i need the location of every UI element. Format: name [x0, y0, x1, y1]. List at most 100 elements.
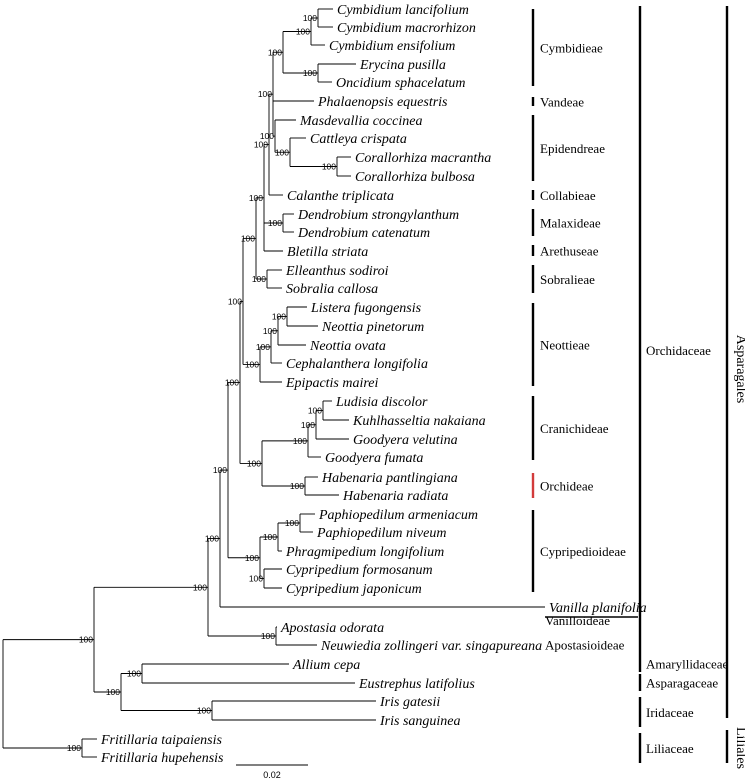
family-label-amaryllidaceae: Amaryllidaceae [646, 657, 729, 672]
bootstrap-support-label: 100 [241, 233, 255, 243]
taxon-dendrobium-strongylanthum: Dendrobium strongylanthum [297, 208, 459, 223]
bootstrap-support-label: 100 [260, 131, 274, 141]
tribe-label-epidendreae: Epidendreae [540, 141, 605, 156]
tribe-label-sobralieae: Sobralieae [540, 272, 595, 287]
taxon-cypripedium-formosanum: Cypripedium formosanum [286, 563, 433, 578]
taxon-allium-cepa: Allium cepa [292, 658, 360, 673]
tribe-label-neottieae: Neottieae [540, 338, 590, 353]
bootstrap-support-label: 100 [268, 47, 282, 57]
tribe-label-apostasioideae: Apostasioideae [545, 638, 625, 653]
taxon-habenaria-radiata: Habenaria radiata [342, 489, 448, 504]
taxon-sobralia-callosa: Sobralia callosa [286, 282, 378, 297]
bootstrap-support-label: 100 [106, 687, 120, 697]
bootstrap-support-label: 100 [263, 532, 277, 542]
taxon-oncidium-sphacelatum: Oncidium sphacelatum [336, 76, 465, 91]
bootstrap-support-label: 100 [245, 553, 259, 563]
bootstrap-support-label: 100 [303, 13, 317, 23]
bootstrap-support-label: 100 [193, 582, 207, 592]
taxon-goodyera-velutina: Goodyera velutina [353, 433, 458, 448]
taxon-neottia-pinetorum: Neottia pinetorum [321, 320, 424, 335]
clade-brackets: CymbidieaeVandeaeEpidendreaeCollabieaeMa… [531, 6, 745, 769]
tribe-label-vanilloideae: Vanilloideae [545, 613, 610, 628]
bootstrap-support-label: 100 [247, 458, 261, 468]
taxon-goodyera-fumata: Goodyera fumata [325, 451, 423, 466]
tribe-label-arethuseae: Arethuseae [540, 244, 599, 259]
taxon-calanthe-triplicata: Calanthe triplicata [287, 189, 394, 204]
bootstrap-support-label: 100 [261, 631, 275, 641]
tree-branches [2, 8, 545, 758]
bootstrap-support-label: 100 [213, 465, 227, 475]
family-label-liliaceae: Liliaceae [646, 741, 694, 756]
bootstrap-support-label: 100 [258, 89, 272, 99]
bootstrap-support-label: 100 [228, 296, 242, 306]
taxon-dendrobium-catenatum: Dendrobium catenatum [297, 226, 430, 241]
taxon-fritillaria-hupehensis: Fritillaria hupehensis [100, 751, 224, 766]
taxon-erycina-pusilla: Erycina pusilla [359, 58, 446, 73]
taxon-cypripedium-japonicum: Cypripedium japonicum [286, 582, 422, 597]
tribe-label-collabieae: Collabieae [540, 188, 596, 203]
taxon-eustrephus-latifolius: Eustrephus latifolius [358, 677, 475, 692]
bootstrap-support-label: 100 [252, 274, 266, 284]
taxon-cymbidium-macrorhizon: Cymbidium macrorhizon [337, 21, 476, 36]
bootstrap-support-label: 100 [285, 518, 299, 528]
taxon-phalaenopsis-equestris: Phalaenopsis equestris [317, 95, 448, 110]
scale-bar-label: 0.02 [263, 770, 281, 780]
bootstrap-support-label: 100 [322, 162, 336, 172]
bootstrap-support-label: 100 [308, 406, 322, 416]
taxon-cattleya-crispata: Cattleya crispata [310, 132, 407, 147]
taxon-neuwiedia-zollingeri-var-singapureana: Neuwiedia zollingeri var. singapureana [320, 639, 542, 654]
taxon-habenaria-pantlingiana: Habenaria pantlingiana [321, 471, 458, 486]
taxon-apostasia-odorata: Apostasia odorata [280, 621, 384, 636]
bootstrap-support-label: 100 [290, 481, 304, 491]
taxon-iris-sanguinea: Iris sanguinea [379, 714, 461, 729]
order-label-asparagales: Asparagales [733, 335, 745, 403]
taxon-fritillaria-taipaiensis: Fritillaria taipaiensis [100, 733, 223, 748]
scale-bar: 0.02 [236, 764, 308, 780]
taxon-elleanthus-sodiroi: Elleanthus sodiroi [285, 264, 389, 279]
support-values: 100 100 100 100 100 100 100 100 100 100 100 100 100 1… [67, 13, 336, 753]
family-label-orchidaceae: Orchidaceae [646, 343, 711, 358]
taxon-cymbidium-ensifolium: Cymbidium ensifolium [329, 39, 455, 54]
tribe-label-vandeae: Vandeae [540, 95, 584, 110]
tribe-label-cymbidieae: Cymbidieae [540, 41, 603, 56]
tribe-label-orchideae: Orchideae [540, 479, 594, 494]
taxon-paphiopedilum-niveum: Paphiopedilum niveum [316, 526, 446, 541]
bootstrap-support-label: 100 [301, 420, 315, 430]
taxon-corallorhiza-bulbosa: Corallorhiza bulbosa [355, 170, 475, 185]
tribe-label-cranichideae: Cranichideae [540, 421, 609, 436]
taxon-cephalanthera-longifolia: Cephalanthera longifolia [286, 357, 428, 372]
family-label-iridaceae: Iridaceae [646, 705, 694, 720]
taxon-masdevallia-coccinea: Masdevallia coccinea [299, 114, 422, 129]
family-label-asparagaceae: Asparagaceae [646, 676, 718, 691]
taxon-iris-gatesii: Iris gatesii [379, 695, 440, 710]
bootstrap-support-label: 100 [249, 574, 263, 584]
bootstrap-support-label: 100 [127, 669, 141, 679]
taxon-listera-fugongensis: Listera fugongensis [310, 301, 422, 316]
tribe-label-cypripedioideae: Cypripedioideae [540, 544, 626, 559]
bootstrap-support-label: 100 [293, 436, 307, 446]
taxon-epipactis-mairei: Epipactis mairei [285, 376, 379, 391]
bootstrap-support-label: 100 [249, 193, 263, 203]
bootstrap-support-label: 100 [296, 27, 310, 37]
bootstrap-support-label: 100 [67, 743, 81, 753]
taxon-bletilla-striata: Bletilla striata [287, 245, 368, 260]
taxon-neottia-ovata: Neottia ovata [309, 339, 386, 354]
bootstrap-support-label: 100 [272, 312, 286, 322]
taxon-corallorhiza-macrantha: Corallorhiza macrantha [355, 151, 491, 166]
bootstrap-support-label: 100 [79, 635, 93, 645]
bootstrap-support-label: 100 [197, 706, 211, 716]
taxon-phragmipedium-longifolium: Phragmipedium longifolium [285, 545, 444, 560]
taxon-cymbidium-lancifolium: Cymbidium lancifolium [337, 3, 469, 18]
bootstrap-support-label: 100 [303, 68, 317, 78]
order-label-liliales: Liliales [733, 727, 745, 769]
bootstrap-support-label: 100 [275, 147, 289, 157]
taxon-ludisia-discolor: Ludisia discolor [335, 395, 428, 410]
taxon-vanilla-planifolia: Vanilla planifolia [549, 601, 647, 616]
bootstrap-support-label: 100 [225, 377, 239, 387]
taxon-paphiopedilum-armeniacum: Paphiopedilum armeniacum [318, 508, 478, 523]
bootstrap-support-label: 100 [254, 140, 268, 150]
bootstrap-support-label: 100 [268, 218, 282, 228]
bootstrap-support-label: 100 [263, 326, 277, 336]
